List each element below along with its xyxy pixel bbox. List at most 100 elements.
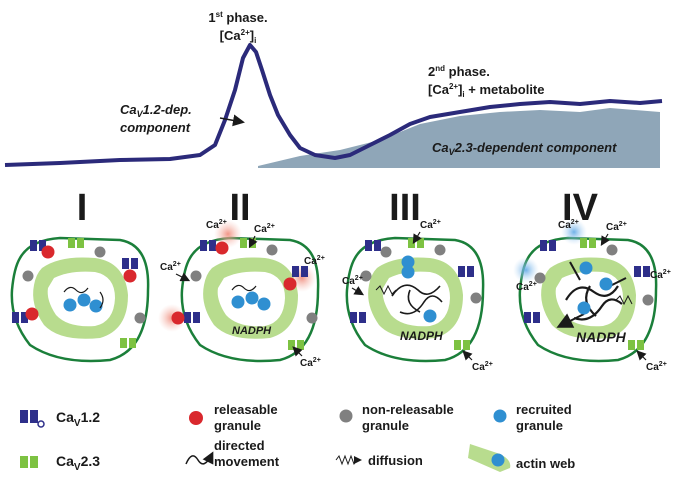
ca-ion-label: Ca2+ (516, 281, 537, 293)
legend-diffusion-icon (335, 454, 362, 466)
releasable-granule (283, 277, 297, 291)
cav23-component-label: CaV2.3-dependent component (432, 140, 617, 157)
ca-ion-label: Ca2+ (472, 361, 493, 373)
diffusion-path (375, 284, 397, 296)
legend-recruited-icon (493, 409, 507, 423)
ca-ion-label: Ca2+ (254, 223, 275, 235)
recruited-granule (577, 301, 591, 315)
non-releasable-granule (642, 294, 654, 306)
ca-ion-label: Ca2+ (420, 219, 441, 231)
directed-movement-path (391, 284, 443, 315)
cav12-channel (458, 266, 465, 277)
cav12-channel (12, 312, 19, 323)
legend-directed-line1: directed (214, 438, 265, 453)
ca-influx-arrow (412, 231, 422, 245)
phase1-concentration: [Ca2+]i (220, 28, 257, 45)
releasable-granule (123, 269, 137, 283)
cav23-channel (288, 340, 295, 350)
directed-movement-path (99, 291, 104, 309)
cav12-channel (193, 312, 200, 323)
releasable-granule (171, 311, 185, 325)
granule-blue (63, 298, 77, 312)
cav12-channel (21, 312, 28, 323)
cav23-channel (417, 238, 424, 248)
directed-movement-path (231, 284, 257, 292)
non-releasable-granule (134, 312, 146, 324)
non-releasable-granule (534, 272, 546, 284)
plasma-membrane (180, 236, 320, 363)
ca-influx-arrow (292, 346, 303, 357)
ca-ion-label: Ca2+ (606, 221, 627, 233)
ca-ion-label: Ca2+ (558, 219, 579, 231)
ca-influx-arrow (462, 350, 473, 361)
non-releasable-granule (360, 270, 372, 282)
non-releasable-granule (434, 244, 446, 256)
cav23-channel (68, 238, 75, 248)
granule-blue (257, 297, 271, 311)
plasma-membrane (10, 236, 150, 363)
directed-movement-path (565, 285, 623, 321)
ca-influx-arrow (636, 350, 647, 361)
cav23-channel (240, 238, 247, 248)
legend-cav12-icon (30, 410, 38, 423)
legend-nonreleasable-line2: granule (362, 418, 409, 433)
ca-ion-label: Ca2+ (300, 357, 321, 369)
cav12-channel (365, 240, 372, 251)
non-releasable-granule (94, 246, 106, 258)
phase1-label: 1st phase. (208, 10, 267, 25)
cav23-channel (463, 340, 470, 350)
legend-cav23-icon (30, 456, 38, 468)
cav12-channel (39, 240, 46, 251)
legend-releasable-icon (189, 411, 203, 425)
recruited-granule (579, 261, 593, 275)
panel-3-nadph: NADPH (400, 329, 443, 343)
panel-3-cell: NADPH Ca2+ Ca2+ Ca2+ (342, 219, 493, 373)
cav12-channel (301, 266, 308, 277)
legend-nonreleasable-line1: non-releasable (362, 402, 454, 417)
legend-cav12-icon (37, 420, 45, 428)
legend-recruited-line1: recruited (516, 402, 572, 417)
recruited-granule (599, 277, 613, 291)
ca-influx-arrow (175, 272, 191, 282)
panel-numeral-2: II (229, 187, 250, 229)
cav23-component-area (258, 108, 660, 168)
diffusion-path (615, 294, 633, 306)
ca-ion-label: Ca2+ (206, 219, 227, 231)
panel-numeral-3: III (389, 187, 421, 229)
non-releasable-granule (306, 312, 318, 324)
legend-actin-label: actin web (516, 456, 575, 471)
panel-1-cell (10, 236, 150, 363)
recruited-granule (423, 309, 437, 323)
cav23-channel (580, 238, 587, 248)
panel-4-cell: NADPH Ca2+ Ca2+ Ca2+ Ca2+ Ca2+ (513, 219, 671, 373)
ca-ion-label: Ca2+ (646, 361, 667, 373)
recruited-granule (401, 265, 415, 279)
cav12-channel (634, 266, 641, 277)
ca-influx-arrow (351, 286, 365, 296)
legend-releasable-line1: releasable (214, 402, 278, 417)
granule-blue (231, 295, 245, 309)
releasable-granule (25, 307, 39, 321)
cav23-channel (120, 338, 127, 348)
panel-numeral-1: I (77, 187, 88, 229)
releasable-granule (215, 241, 229, 255)
cav12-channel (350, 312, 357, 323)
legend-cav23-label: CaV2.3 (56, 453, 100, 473)
granule-blue (89, 299, 103, 313)
legend-actin-granule-icon (491, 453, 505, 467)
cav12-arrow (219, 114, 245, 127)
non-releasable-granule (22, 270, 34, 282)
non-releasable-granule (470, 292, 482, 304)
cav12-channel (122, 258, 129, 269)
cav12-channel (467, 266, 474, 277)
cav12-channel (540, 240, 547, 251)
releasable-granule (41, 245, 55, 259)
cav23-channel (628, 340, 635, 350)
release-glow (214, 220, 242, 248)
ca-ion-label: Ca2+ (650, 269, 671, 281)
ca-ion-label: Ca2+ (342, 275, 363, 287)
cav12-channel (533, 312, 540, 323)
cav12-channel (131, 258, 138, 269)
cav23-channel (454, 340, 461, 350)
